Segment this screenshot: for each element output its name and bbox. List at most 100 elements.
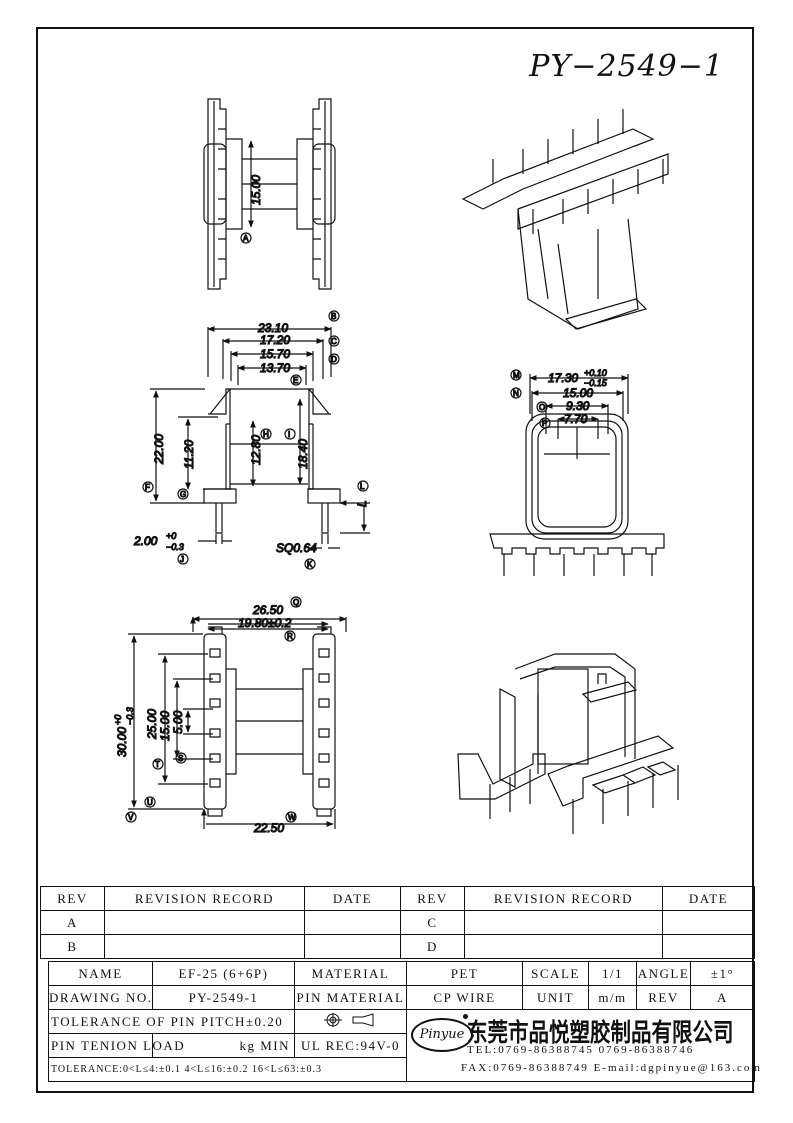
dim-13-70: 13.70: [260, 361, 290, 375]
ref-a: A: [243, 234, 249, 243]
ref-m: M: [513, 371, 520, 380]
material-label: MATERIAL: [294, 961, 407, 986]
ref-r: R: [287, 632, 293, 641]
ref-b: B: [331, 312, 336, 321]
side-top-upper: +0.10: [584, 368, 607, 378]
dim-22-00: 22.00: [152, 434, 166, 465]
front-view: [142, 310, 370, 570]
ref-o: O: [539, 403, 545, 412]
ref-h: H: [263, 430, 269, 439]
table-row: A C: [40, 910, 755, 935]
rev-cell: D: [400, 934, 465, 959]
technical-drawing: 15.00 A: [112, 98, 679, 836]
isometric-view-top: [461, 109, 669, 330]
revision-header-row: REV REVISION RECORD DATE REV REVISION RE…: [40, 886, 755, 911]
dim-15-70: 15.70: [260, 347, 290, 361]
ref-d: D: [331, 355, 337, 364]
projection-symbol-icon: [323, 1012, 373, 1027]
pin-tension-label: PIN TENION LOAD: [48, 1033, 184, 1058]
dim-12-80: 12.80: [249, 435, 263, 465]
bottom-dim-25: 25.00: [145, 709, 159, 740]
drawing-no-label: DRAWING NO.: [48, 985, 153, 1010]
bottom-view: [125, 596, 347, 829]
ref-s: S: [178, 754, 183, 763]
date-header-left: DATE: [304, 886, 401, 911]
drawing-sheet: PY−2549−1 15.: [36, 27, 760, 1093]
company-name: 东莞市品悦塑胶制品有限公司: [467, 1018, 734, 1047]
ref-t: T: [155, 760, 160, 769]
date-header-right: DATE: [662, 886, 755, 911]
angle-label: ANGLE: [636, 961, 691, 986]
material-value: PET: [406, 961, 523, 986]
revision-record-header-left: REVISION RECORD: [104, 886, 305, 911]
bottom-dim-22-50: 22.50: [253, 821, 284, 835]
ref-w: W: [288, 813, 296, 822]
dim-sq: SQ0.64: [276, 541, 317, 555]
ul-rec: UL REC:94V-0: [294, 1033, 407, 1058]
date-cell: [304, 910, 401, 935]
side-top-lower: −0.15: [584, 378, 608, 388]
ref-l: L: [360, 482, 365, 491]
ref-v: V: [128, 813, 134, 822]
rev-cell: C: [400, 910, 465, 935]
rev-label: REV: [636, 985, 691, 1010]
side-dim-15: 15.00: [563, 386, 593, 400]
dim-23-10: 23.10: [257, 321, 288, 335]
dim-11-20: 11.20: [182, 440, 196, 469]
company-block: Pinyue 东莞市品悦塑胶制品有限公司 TEL:0769-86388745 0…: [406, 1009, 760, 1082]
ref-e: E: [293, 376, 298, 385]
isometric-view-bottom: [457, 653, 679, 834]
table-row: DRAWING NO. PY-2549-1 PIN MATERIAL CP WI…: [48, 985, 755, 1010]
rev-header-right: REV: [400, 886, 465, 911]
bottom-dim-5: 5.00: [171, 710, 185, 734]
bottom-height-base: 30.00: [115, 727, 129, 757]
scale-label: SCALE: [522, 961, 589, 986]
tolerance-line: TOLERANCE:0<L≤4:±0.1 4<L≤16:±0.2 16<L≤63…: [48, 1057, 407, 1082]
pin-material-value: CP WIRE: [406, 985, 523, 1010]
ref-q: Q: [293, 598, 299, 607]
tolerance-symbols: [294, 1009, 407, 1034]
revision-record-cell: [104, 934, 305, 959]
title-block-table: NAME EF-25 (6+6P) MATERIAL PET SCALE 1/1…: [48, 961, 760, 1082]
ref-i: I: [288, 430, 290, 439]
side-dim-9-30: 9.30: [566, 399, 590, 413]
top-dim-15: 15.00: [249, 175, 263, 205]
company-logo: Pinyue: [411, 1018, 473, 1052]
company-tel: TEL:0769-86388745 0769-86388746: [467, 1044, 695, 1056]
name-label: NAME: [48, 961, 153, 986]
drawing-code: PY−2549−1: [529, 49, 724, 84]
pin-material-label: PIN MATERIAL: [294, 985, 407, 1010]
rev-header-left: REV: [40, 886, 105, 911]
bottom-dim-15: 15.00: [158, 711, 172, 741]
revision-record-cell: [464, 910, 663, 935]
ref-p: P: [542, 419, 547, 428]
unit-label: UNIT: [522, 985, 589, 1010]
ref-u: U: [147, 798, 153, 807]
revision-table: REV REVISION RECORD DATE REV REVISION RE…: [40, 886, 755, 959]
bottom-dim-19-80: 19.80±0.2: [238, 616, 292, 630]
dim-18-40: 18.40: [296, 439, 310, 469]
company-fax: FAX:0769-86388749 E-mail:dgpinyue@163.co…: [461, 1062, 762, 1074]
table-row: B D: [40, 934, 755, 959]
pin-dim-lower: −0.3: [166, 542, 184, 552]
rev-value: A: [690, 985, 755, 1010]
bottom-height-upper: +0: [113, 715, 123, 725]
ref-g: G: [180, 490, 186, 499]
pin-dim-base: 2.00: [133, 534, 158, 548]
bottom-dim-26-50: 26.50: [252, 603, 283, 617]
ref-n: N: [513, 389, 519, 398]
side-dim-7-70: 7.70: [564, 412, 588, 426]
unit-value: m/m: [588, 985, 637, 1010]
scale-value: 1/1: [588, 961, 637, 986]
angle-value: ±1°: [690, 961, 755, 986]
ref-f: F: [145, 483, 150, 492]
ref-k: K: [307, 560, 313, 569]
date-cell: [662, 910, 755, 935]
revision-record-cell: [104, 910, 305, 935]
table-row: TOLERANCE:0<L≤4:±0.1 4<L≤16:±0.2 16<L≤63…: [48, 1057, 755, 1082]
table-row: NAME EF-25 (6+6P) MATERIAL PET SCALE 1/1…: [48, 961, 755, 986]
drawing-no-value: PY-2549-1: [152, 985, 295, 1010]
ref-c: C: [331, 337, 337, 346]
name-value: EF-25 (6+6P): [152, 961, 295, 986]
date-cell: [662, 934, 755, 959]
